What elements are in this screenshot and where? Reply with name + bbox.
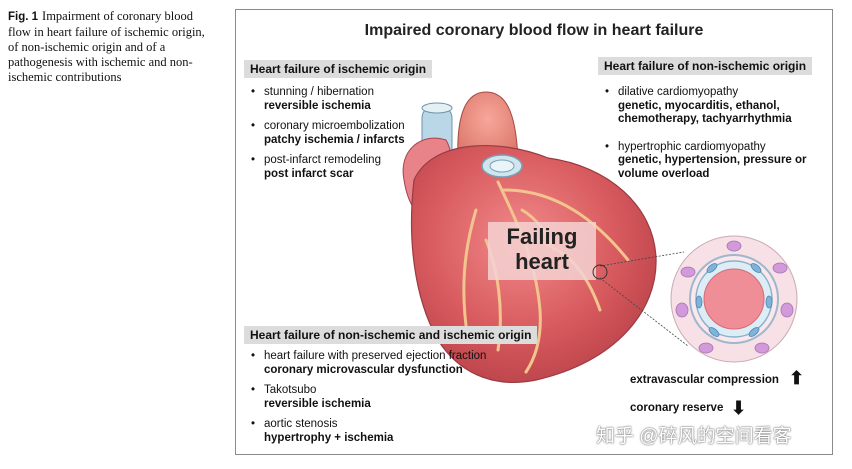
coronary-reserve-label: coronary reserve (630, 402, 724, 414)
zoom-origin-marker (592, 264, 608, 280)
aorta-shape (457, 91, 519, 161)
ischemic-header: Heart failure of ischemic origin (244, 60, 433, 78)
pulmonary-valve-shape (481, 154, 523, 178)
mixed-list: heart failure with preserved ejection fr… (246, 350, 536, 452)
figure-title: Impaired coronary blood flow in heart fa… (364, 22, 704, 39)
failing-heart-label: Failing heart (506, 224, 578, 274)
extravascular-compression-label: extravascular compression (630, 374, 779, 386)
caption-text: Impairment of coronary blood flow in hea… (8, 9, 205, 84)
watermark: 知乎 @碎风的空间看客 (596, 426, 792, 447)
figure-label: Fig. 1 (8, 11, 39, 23)
non-ischemic-header: Heart failure of non-ischemic origin (598, 57, 813, 75)
figure-panel: Impaired coronary blood flow in heart fa… (235, 9, 833, 455)
arrow-down-icon: ⬇ (731, 398, 747, 418)
mixed-header: Heart failure of non-ischemic and ischem… (244, 326, 538, 344)
vessel-cross-section (670, 235, 798, 363)
list-item: heart failure with preserved ejection fr… (246, 350, 536, 377)
arrow-up-icon: ⬆ (789, 368, 805, 388)
